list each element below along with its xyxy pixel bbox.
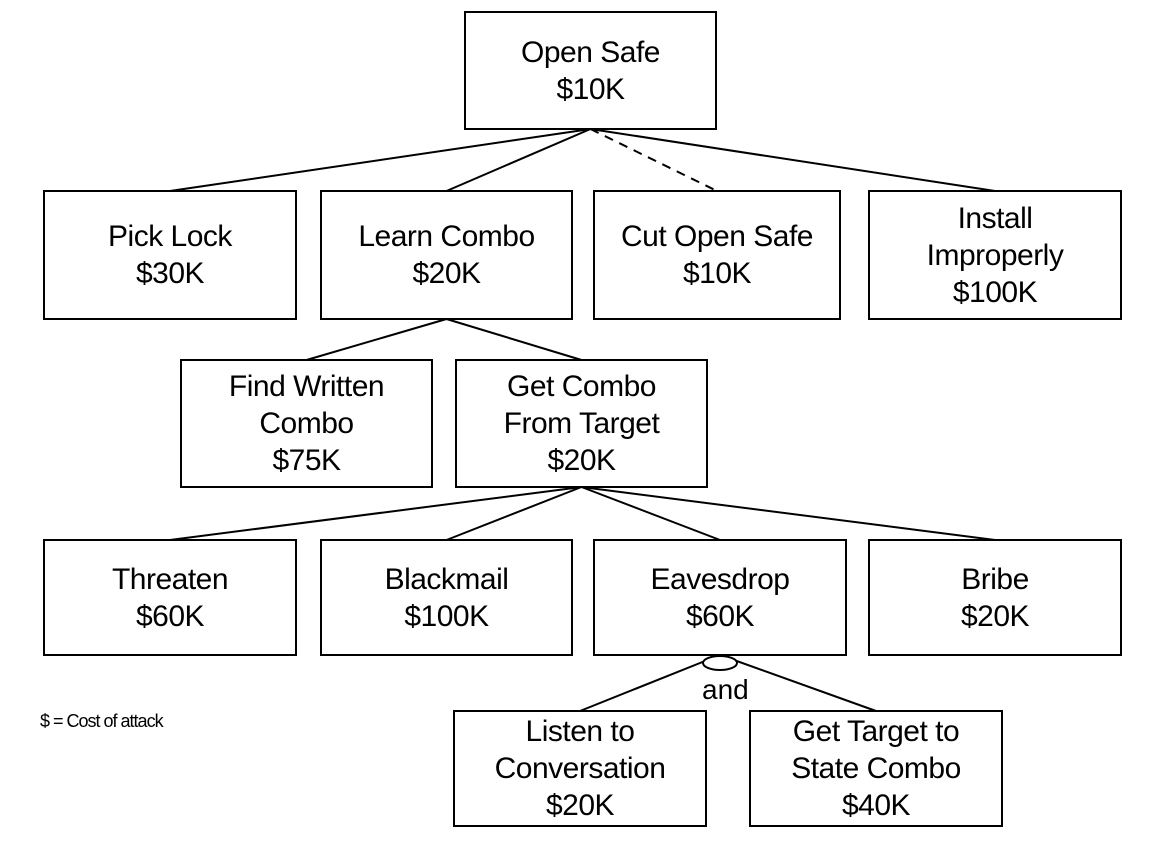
node-label: Install [957,201,1033,235]
node-cost: $75K [272,444,341,477]
node-label: Blackmail [384,562,509,596]
node-label: Learn Combo [358,220,535,253]
edge-eavesdrop-to-listen_to_conversation [579,654,721,712]
node-label: Cut Open Safe [621,220,813,253]
edge-root-to-install_improperly [590,128,996,192]
edge-get_combo_from_target-to-threaten [169,486,582,541]
node-get-target-to-state-combo: Get Target to State Combo $40K [749,710,1003,827]
node-label: Get Target to [792,715,960,748]
node-label: Find Written [228,370,385,403]
node-label: Bribe [961,562,1029,596]
node-cost: $60K [135,599,205,633]
node-label: Get Combo [507,370,656,403]
node-cost: $10K [556,72,625,106]
node-label: Listen to [525,715,635,748]
node-cost: $100K [952,275,1038,309]
node-bribe: Bribe$20K [868,539,1122,656]
node-open-safe: Open Safe$10K [464,11,717,130]
node-label: Open Safe [521,35,660,69]
edge-get_combo_from_target-to-bribe [581,486,996,541]
edge-eavesdrop-to-get_target_to_state_combo [719,654,877,712]
edge-learn_combo-to-find_written_combo [306,318,447,361]
node-label: State Combo [791,752,961,785]
and-label: and [702,674,749,705]
legend-cost-of-attack: $ = Cost of attack [40,711,164,731]
node-cost: $100K [404,599,489,633]
node-label: Threaten [111,562,229,596]
edge-root-to-cut_open_safe [590,128,718,192]
edge-root-to-pick_lock [169,128,591,192]
node-label: Conversation [494,752,666,785]
node-cost: $40K [841,789,911,822]
node-learn-combo: Learn Combo $20K [320,190,573,320]
node-label: Combo [259,407,354,440]
node-label: Improperly [926,238,1064,272]
node-cost: $30K [135,257,205,290]
node-label: Pick Lock [108,220,232,253]
edge-learn_combo-to-get_combo_from_target [446,318,582,361]
edge-get_combo_from_target-to-blackmail [446,486,582,541]
edge-get_combo_from_target-to-eavesdrop [581,486,721,541]
node-cost: $20K [547,444,616,477]
node-cost: $20K [960,599,1030,633]
node-blackmail: Blackmail$100K [320,539,573,656]
node-pick-lock: Pick Lock $30K [43,190,297,320]
and-connector-arc [702,655,738,671]
node-label: From Target [503,407,660,440]
node-cost: $20K [412,257,481,290]
node-threaten: Threaten$60K [43,539,297,656]
node-cost: $10K [682,257,752,290]
edge-root-to-learn_combo [446,128,591,192]
node-label: Eavesdrop [650,562,790,596]
node-listen-to-conversation: Listen to Conversation $20K [453,710,707,827]
node-cut-open-safe: Cut Open Safe $10K [593,190,841,320]
node-eavesdrop: Eavesdrop$60K [593,539,847,656]
node-cost: $60K [685,599,755,633]
node-cost: $20K [545,789,615,822]
